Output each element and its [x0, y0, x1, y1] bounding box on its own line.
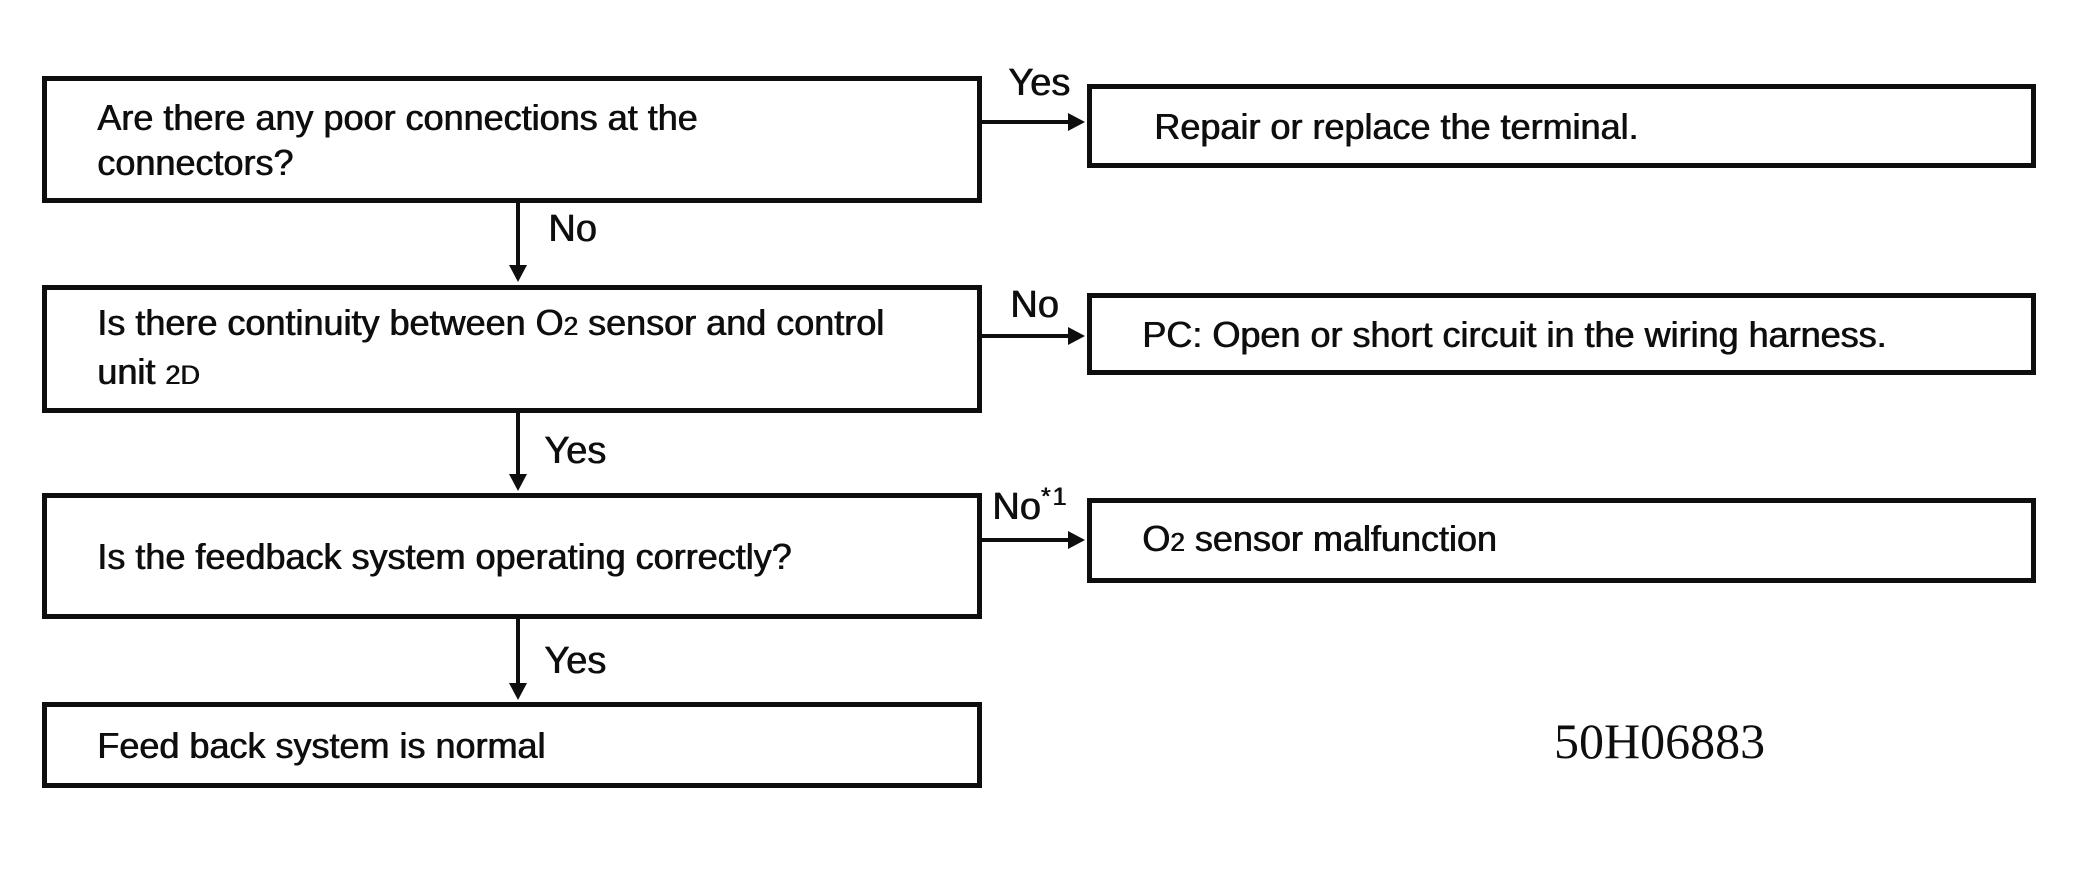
arrow-right-icon: [1068, 113, 1085, 131]
flowchart-box-wiring-harness: PC: Open or short circuit in the wiring …: [1087, 293, 2036, 375]
box-text: connectors?: [97, 141, 294, 183]
edge-label-yes: Yes: [544, 642, 606, 680]
arrow-down-icon: [509, 683, 527, 700]
section-reference: 2D: [165, 360, 200, 390]
box-text: PC: Open or short circuit in the wiring …: [1142, 313, 1887, 355]
arrow-right-icon: [1068, 531, 1085, 549]
edge-label-text: No: [1010, 284, 1059, 326]
connector-line-q2-r2: [982, 334, 1070, 338]
box-text-line: Feed back system is normal: [97, 723, 977, 768]
edge-label-no-footnote: No*1: [992, 485, 1068, 528]
o2-subscript: 2: [563, 311, 578, 341]
edge-label-yes: Yes: [544, 432, 606, 470]
box-text: Is the feedback system operating correct…: [97, 535, 792, 577]
flowchart-box-repair-terminal: Repair or replace the terminal.: [1087, 84, 2036, 168]
connector-line-q3-q4: [516, 619, 520, 685]
flowchart-box-system-normal: Feed back system is normal: [42, 702, 982, 788]
flowchart-box-feedback-operating: Is the feedback system operating correct…: [42, 493, 982, 619]
connector-line-q3-r3: [982, 538, 1070, 542]
edge-label-text: No: [548, 208, 597, 250]
o2-subscript: 2: [1170, 527, 1185, 557]
connector-line-q1-r1: [982, 120, 1070, 124]
edge-label-text: Yes: [544, 640, 606, 682]
box-text: Feed back system is normal: [97, 724, 546, 766]
edge-label-no: No: [548, 210, 597, 248]
connector-line-q1-q2: [516, 203, 520, 267]
box-text-line: O2 sensor malfunction: [1142, 516, 2031, 565]
box-text: Repair or replace the terminal.: [1154, 105, 1639, 147]
box-text-line: PC: Open or short circuit in the wiring …: [1142, 312, 2031, 357]
box-text-line: Repair or replace the terminal.: [1154, 104, 2031, 149]
flowchart-box-continuity-check: Is there continuity between O2 sensor an…: [42, 285, 982, 413]
box-text-line: connectors?: [97, 140, 977, 185]
connector-line-q2-q3: [516, 413, 520, 476]
arrow-right-icon: [1068, 327, 1085, 345]
edge-label-no: No: [1010, 286, 1059, 324]
box-text-line: unit 2D: [97, 349, 977, 398]
arrow-down-icon: [509, 474, 527, 491]
box-text: sensor malfunction: [1184, 518, 1497, 559]
edge-label-text: Yes: [1008, 62, 1070, 104]
box-text: sensor and control: [577, 302, 884, 343]
box-text: O: [1142, 518, 1171, 559]
edge-label-text: Yes: [544, 430, 606, 472]
edge-label-yes: Yes: [1008, 64, 1070, 102]
figure-code: 50H06883: [1554, 713, 1766, 769]
arrow-down-icon: [509, 265, 527, 282]
box-text: Are there any poor connections at the: [97, 96, 698, 138]
flowchart-box-poor-connections: Are there any poor connections at the co…: [42, 76, 982, 203]
box-text-line: Is there continuity between O2 sensor an…: [97, 300, 977, 349]
footnote-marker: *1: [1040, 483, 1069, 511]
box-text-line: Is the feedback system operating correct…: [97, 534, 977, 579]
edge-label-text: No: [992, 486, 1041, 528]
box-text: unit: [97, 351, 166, 392]
flowchart-box-sensor-malfunction: O2 sensor malfunction: [1087, 498, 2036, 583]
box-text-line: Are there any poor connections at the: [97, 95, 977, 140]
box-text: Is there continuity between O: [97, 302, 564, 343]
